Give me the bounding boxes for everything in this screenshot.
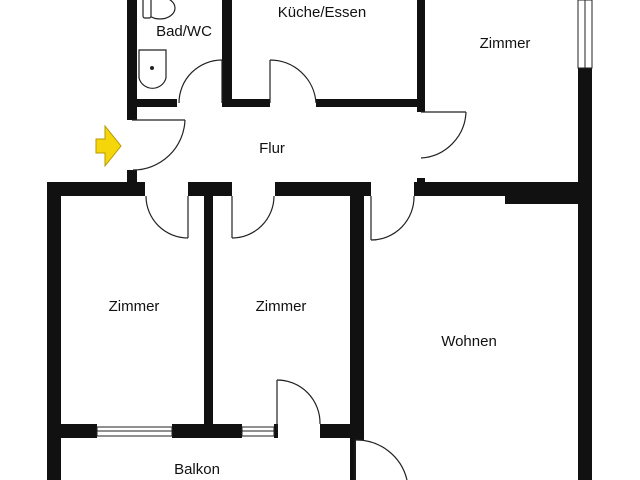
door-zimmer-middle (231, 195, 275, 239)
room-label-zimmer-middle: Zimmer (256, 298, 307, 315)
door-zimmer-top-right (420, 111, 467, 159)
door-balkon-wohnen (354, 439, 408, 480)
door-wohnen (370, 195, 415, 241)
room-label-wohnen: Wohnen (441, 333, 497, 350)
doors (132, 59, 467, 480)
room-label-zimmer-top-right: Zimmer (480, 35, 531, 52)
toilet-icon (142, 0, 176, 20)
sink-icon (138, 49, 167, 89)
door-kueche (269, 59, 317, 104)
door-zimmer-left (145, 195, 189, 239)
door-bad-wc (178, 59, 223, 104)
room-label-zimmer-left: Zimmer (109, 298, 160, 315)
door-balkon-zimmer (276, 379, 321, 430)
room-labels: Bad/WC Küche/Essen Zimmer Flur Zimmer Zi… (109, 4, 531, 478)
room-label-flur: Flur (259, 140, 285, 157)
room-label-balkon: Balkon (174, 461, 220, 478)
room-label-kueche: Küche/Essen (278, 4, 366, 21)
door-entrance (132, 119, 186, 171)
room-label-bad-wc: Bad/WC (156, 23, 212, 40)
entrance-arrow-icon (95, 124, 122, 168)
windows (96, 0, 593, 437)
walls (47, 0, 592, 480)
